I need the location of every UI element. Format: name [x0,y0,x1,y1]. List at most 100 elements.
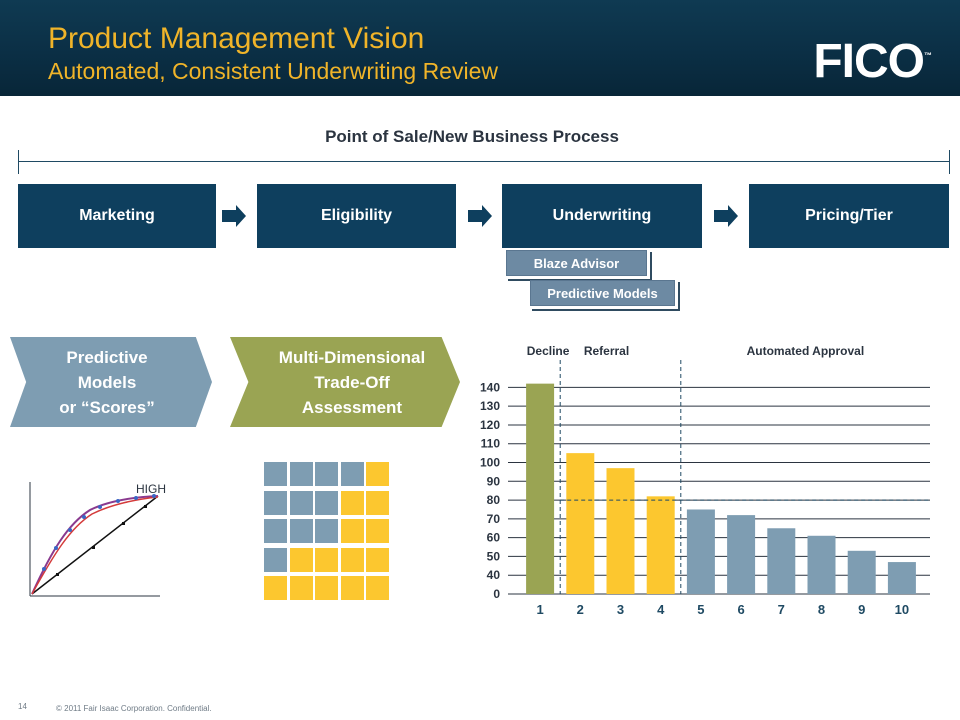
x-tick-label: 6 [737,602,744,617]
y-tick-label: 90 [487,474,501,488]
y-tick-label: 60 [487,531,501,545]
header-banner: Product Management Vision Automated, Con… [0,0,960,96]
copyright-notice: © 2011 Fair Isaac Corporation. Confident… [56,704,212,713]
chart-y-ticks: 0 40 50 60 70 80 90 100 110 120 130 140 [480,380,500,601]
matrix-cell [264,547,287,572]
page-number: 14 [18,702,27,711]
x-tick-label: 3 [617,602,624,617]
segment-label: Referral [584,344,629,358]
matrix-cell [315,519,338,543]
bar [767,528,796,594]
matrix-cell [366,547,389,572]
stage-eligibility: Eligibility [257,184,456,248]
matrix-cell [315,576,338,600]
y-tick-label: 50 [487,549,501,563]
bar [646,496,675,594]
bar [606,468,635,594]
tradeoff-matrix [264,462,392,604]
curve-model-line-2 [31,496,159,595]
x-tick-label: 5 [697,602,704,617]
bar [807,535,836,594]
fico-logo: FICO™ [813,34,932,86]
matrix-cell [264,519,287,543]
matrix-cell [264,490,287,515]
matrix-cell [340,547,364,572]
matrix-cell [366,490,389,515]
chart-segment-labels: Decline Referral Automated Approval [527,344,864,358]
stage-marketing: Marketing [18,184,216,248]
bar [686,509,715,594]
matrix-cell [340,462,364,486]
y-tick-label: 40 [487,568,501,582]
bar [566,453,595,594]
chart-segment-dividers [559,360,930,594]
matrix-cell [340,576,364,600]
bar [887,562,916,594]
matrix-cell [340,519,364,543]
x-tick-label: 7 [778,602,785,617]
x-tick-label: 1 [536,602,543,617]
y-tick-label: 0 [493,587,500,601]
logo-text: FICO [813,35,925,88]
matrix-cell [289,576,313,600]
segment-label: Decline [527,344,570,358]
lift-curve-chart [29,482,160,597]
trademark-mark: ™ [924,51,932,60]
tradeoff-assessment-chevron: Multi-Dimensional Trade-Off Assessment [230,337,460,427]
matrix-cell [315,462,338,486]
predictive-models-chevron: Predictive Models or “Scores” [10,337,212,427]
y-tick-label: 100 [480,456,500,470]
chevron-line: Predictive [66,347,148,367]
x-tick-label: 9 [858,602,865,617]
process-bracket [18,150,950,174]
matrix-cell [289,490,313,515]
bar [727,515,756,594]
x-tick-label: 10 [895,602,909,617]
matrix-cell [340,490,364,515]
matrix-cell [366,519,389,543]
matrix-cell [264,576,287,600]
x-tick-label: 8 [818,602,825,617]
y-tick-label: 130 [480,399,500,413]
page-title: Product Management Vision [48,22,425,55]
arrow-right-icon [468,205,492,227]
chevron-line: Models [77,372,137,392]
stage-pricing-tier: Pricing/Tier [749,184,949,248]
curve-baseline-markers [56,505,147,576]
matrix-cell [366,462,389,486]
chevron-line: Trade-Off [314,372,390,392]
matrix-cell [289,462,313,486]
arrow-right-icon [222,205,246,227]
tool-predictive-models: Predictive Models [530,280,678,309]
matrix-cell [315,547,338,572]
tool-blaze-advisor: Blaze Advisor [506,250,650,279]
matrix-cell [289,519,313,543]
chevron-line: Assessment [301,397,403,417]
chart-x-ticks: 1 2 3 4 5 6 7 8 9 10 [536,602,909,617]
bar [847,550,876,594]
x-tick-label: 2 [577,602,584,617]
score-distribution-chart: 0 40 50 60 70 80 90 100 110 120 130 140 1 2 3 4 5 6 7 8 9 10… [480,344,930,617]
curve-model-markers [42,494,156,571]
segment-label: Automated Approval [747,344,865,358]
chevron-line: Multi-Dimensional [278,347,426,367]
page-subtitle: Automated, Consistent Underwriting Revie… [48,58,498,84]
stage-underwriting: Underwriting [502,184,702,248]
arrow-right-icon [714,205,738,227]
bar [526,383,555,594]
matrix-cell [366,576,389,600]
curve-high-label: HIGH [136,482,166,496]
process-title: Point of Sale/New Business Process [325,127,619,146]
chart-bars [526,383,916,594]
y-tick-label: 110 [481,437,501,451]
matrix-cell [315,490,338,515]
x-tick-label: 4 [657,602,665,617]
chevron-line: or “Scores” [59,397,155,417]
y-tick-label: 70 [487,512,501,526]
y-tick-label: 140 [480,380,500,394]
curve-baseline [31,495,159,595]
matrix-cell [264,462,287,486]
matrix-cell [289,547,313,572]
y-tick-label: 120 [480,418,500,432]
y-tick-label: 80 [487,493,501,507]
